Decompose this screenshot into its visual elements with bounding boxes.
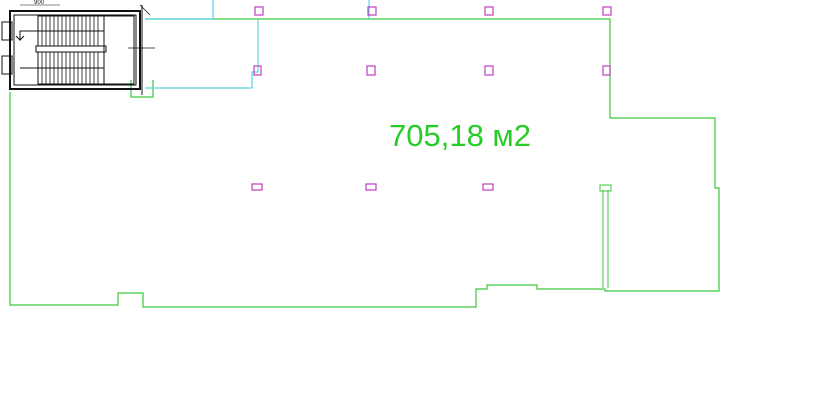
column bbox=[484, 6, 494, 16]
inner-partition bbox=[602, 190, 609, 288]
column bbox=[253, 65, 262, 76]
stair-axis bbox=[139, 4, 151, 16]
stair-landing-right bbox=[103, 15, 135, 85]
floor-outline bbox=[9, 18, 720, 308]
stair-wall-notch bbox=[1, 21, 13, 41]
stair-wall-inner bbox=[13, 14, 137, 86]
stair-wall-notch bbox=[1, 55, 13, 75]
column bbox=[484, 65, 494, 76]
column bbox=[366, 65, 376, 76]
column bbox=[602, 65, 611, 76]
stair-dimension-text: 900 bbox=[34, 0, 45, 6]
column bbox=[367, 6, 377, 16]
stair-railing bbox=[35, 45, 107, 53]
cyan-partition bbox=[145, 0, 370, 89]
stair-direction-arrow bbox=[15, 30, 104, 42]
column bbox=[482, 183, 494, 191]
column bbox=[365, 183, 377, 191]
columns bbox=[251, 6, 612, 191]
area-label: 705,18 м2 bbox=[389, 118, 531, 153]
staircase bbox=[1, 4, 155, 95]
partition-cap bbox=[599, 184, 612, 192]
column bbox=[254, 6, 264, 16]
column bbox=[251, 183, 263, 191]
column bbox=[602, 6, 612, 16]
stair-wall-outer bbox=[9, 10, 141, 90]
